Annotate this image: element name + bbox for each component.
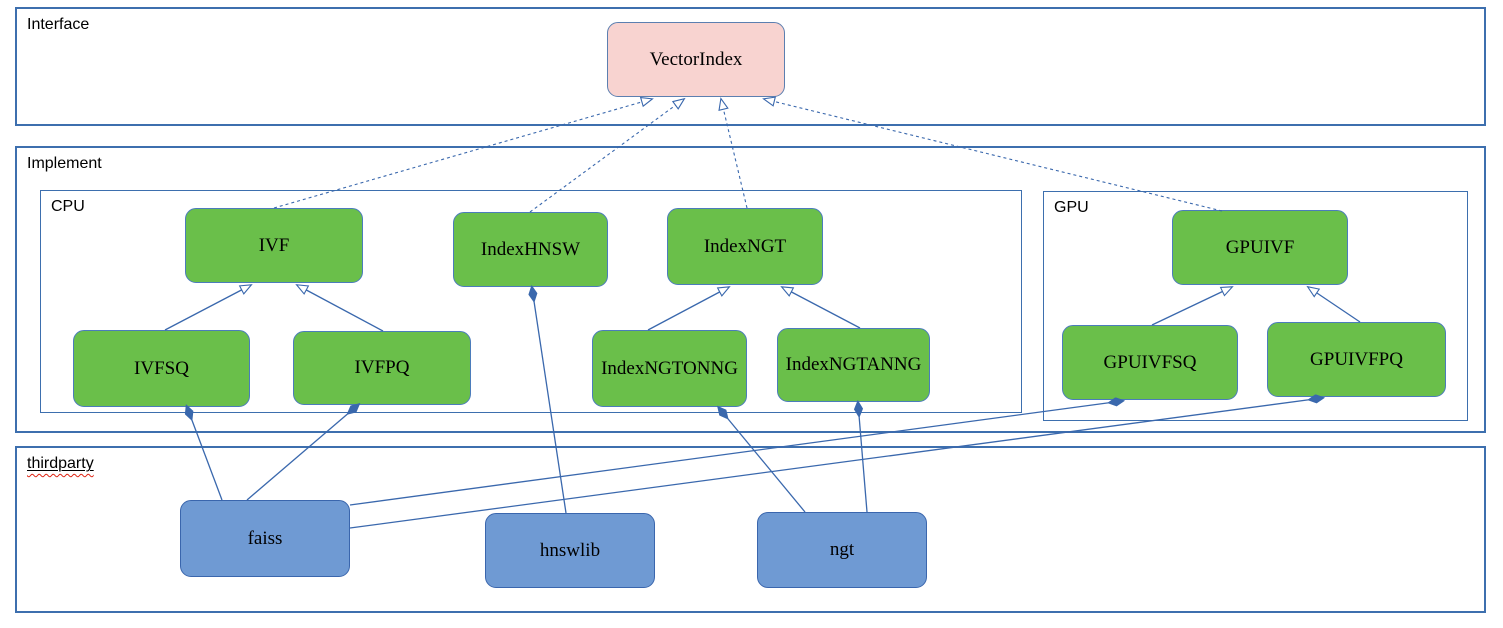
node-gpuivfpq: GPUIVFPQ	[1267, 322, 1446, 397]
interface-container-label: Interface	[27, 16, 90, 33]
node-faiss-label: faiss	[247, 527, 283, 549]
node-gpuivfsq-label: GPUIVFSQ	[1103, 351, 1197, 373]
node-indexhnsw-label: IndexHNSW	[480, 238, 581, 260]
gpu-container-label: GPU	[1054, 199, 1089, 216]
node-indexngtanng: IndexNGTANNG	[777, 328, 930, 402]
node-hnswlib-label: hnswlib	[539, 539, 601, 561]
node-ivfpq: IVFPQ	[293, 331, 471, 405]
node-indexngt: IndexNGT	[667, 208, 823, 285]
node-gpuivfsq: GPUIVFSQ	[1062, 325, 1238, 400]
interface-container: Interface	[15, 7, 1486, 126]
node-ivf-label: IVF	[258, 234, 290, 256]
node-indexhnsw: IndexHNSW	[453, 212, 608, 287]
implement-container-label: Implement	[27, 155, 102, 172]
node-gpuivf: GPUIVF	[1172, 210, 1348, 285]
cpu-container-label: CPU	[51, 198, 85, 215]
node-indexngt-label: IndexNGT	[703, 235, 787, 257]
node-faiss: faiss	[180, 500, 350, 577]
node-ngt: ngt	[757, 512, 927, 588]
node-ivfpq-label: IVFPQ	[354, 357, 410, 378]
node-vectorindex-label: VectorIndex	[649, 48, 743, 70]
node-gpuivf-label: GPUIVF	[1225, 236, 1295, 258]
node-ngt-label: ngt	[829, 539, 855, 560]
thirdparty-container-label: thirdparty	[27, 455, 94, 472]
node-indexngtonng-label: IndexNGTONNG	[601, 357, 738, 379]
node-gpuivfpq-label: GPUIVFPQ	[1310, 348, 1403, 370]
node-vectorindex: VectorIndex	[607, 22, 785, 97]
node-ivfsq-label: IVFSQ	[134, 357, 189, 379]
node-indexngtonng: IndexNGTONNG	[592, 330, 747, 407]
node-ivfsq: IVFSQ	[73, 330, 250, 407]
node-hnswlib: hnswlib	[485, 513, 655, 588]
node-indexngtanng-label: IndexNGTANNG	[785, 354, 922, 375]
node-ivf: IVF	[185, 208, 363, 283]
